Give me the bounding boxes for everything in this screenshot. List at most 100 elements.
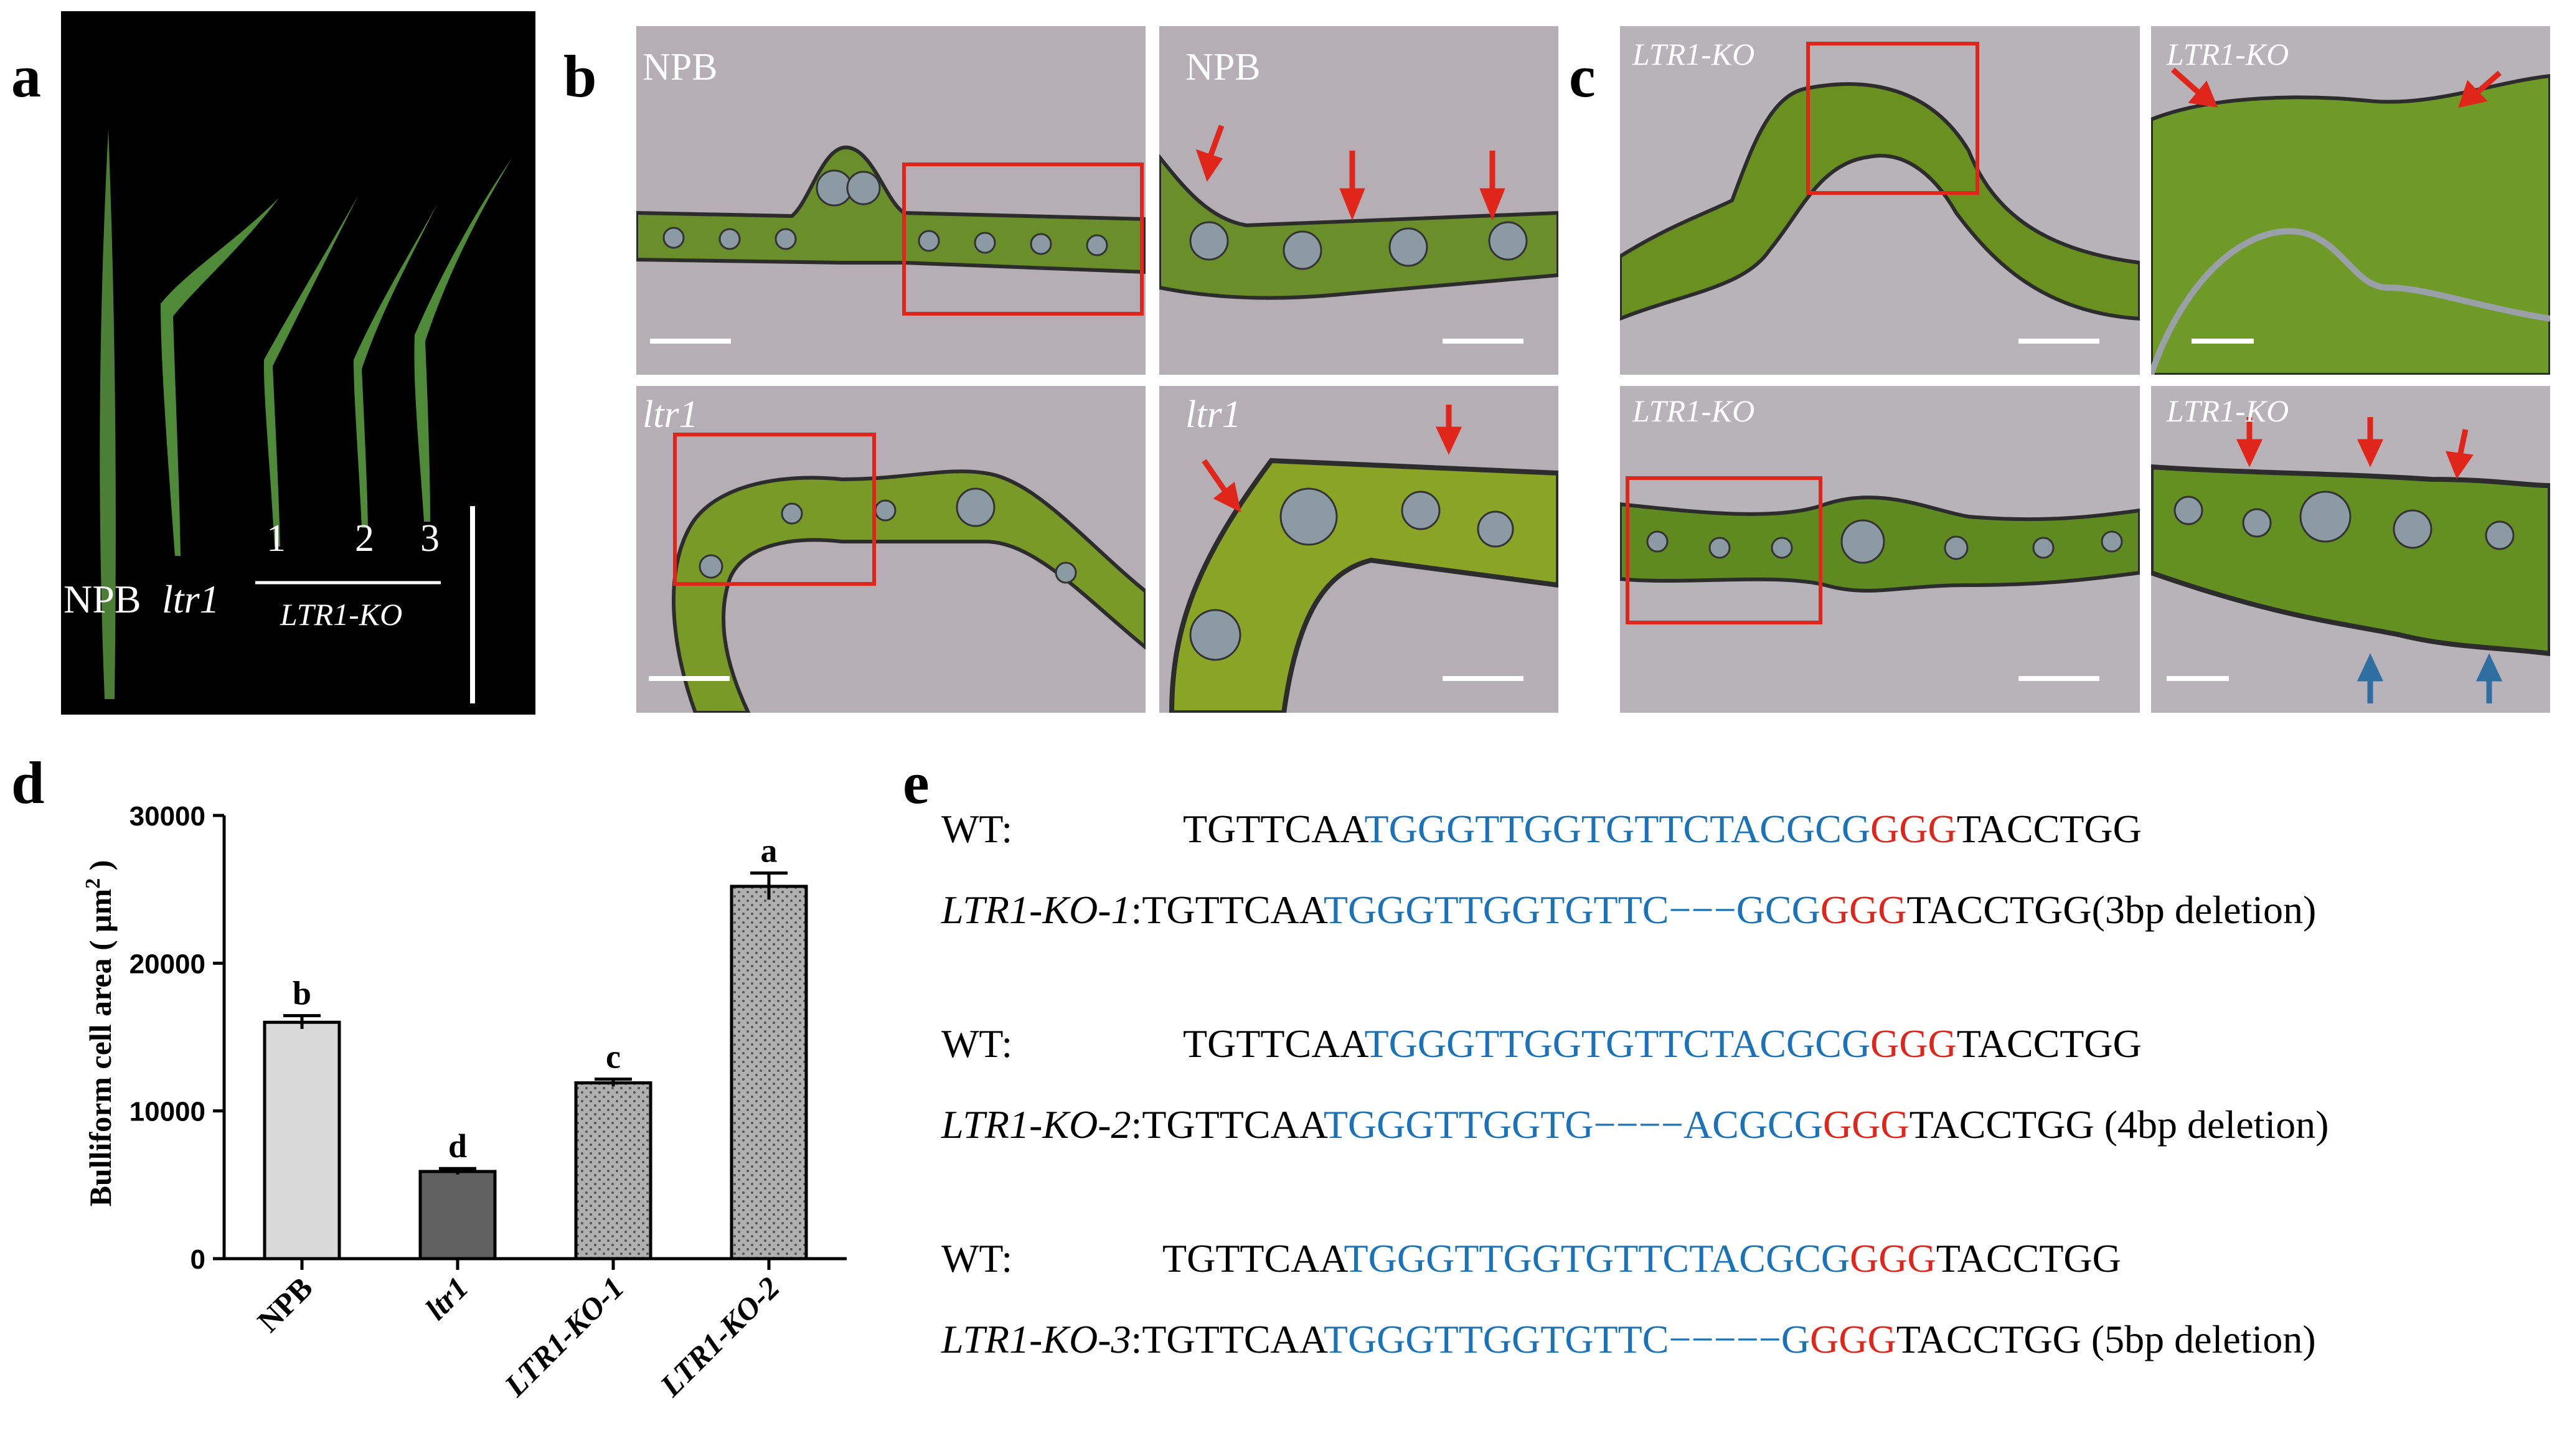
- npb-leaf: [100, 129, 116, 699]
- bar-3: [574, 1081, 652, 1261]
- sequence-red: GGG: [1810, 1317, 1896, 1361]
- x-tick-label-1: NPB: [250, 1270, 319, 1338]
- sequence-label: WT:: [941, 1022, 1013, 1066]
- sig-letter-2: d: [448, 1127, 467, 1165]
- c-arrow-2: [2473, 70, 2502, 97]
- sequence-post: TACCTGG: [1936, 1236, 2121, 1280]
- sequence-label: WT:: [941, 1236, 1013, 1280]
- label-c-2: LTR1-KO: [2167, 37, 2289, 72]
- sequence-pre: TGTTCAA: [1162, 1236, 1344, 1280]
- label-b-3: ltr1: [643, 393, 699, 436]
- ltr1-leaf: [161, 198, 279, 556]
- label-c-1: LTR1-KO: [1632, 37, 1755, 72]
- sequence-pre: TGTTCAA: [1183, 807, 1365, 851]
- x-tick-label-3: LTR1-KO-1: [497, 1270, 630, 1403]
- ko-leaf-1: [263, 195, 359, 547]
- sequence-row-6: LTR1-KO-3:TGTTCAATGGGTTGGTGTTC−−−−−GGGGT…: [941, 1320, 2316, 1360]
- sig-letter-4: a: [761, 832, 778, 870]
- sequence-row-5: WT: TGTTCAATGGGTTGGTGTTCTACGCGGGGTACCTGG: [941, 1239, 2121, 1279]
- panel-c-ko-overview-2: LTR1-KO: [1620, 386, 2140, 713]
- sequence-pre: :TGTTCAA: [1131, 1102, 1324, 1147]
- panel-a-scale-bar: [470, 506, 475, 703]
- c-scale-bar-1: [2018, 339, 2099, 344]
- plant-number-2: 2: [355, 517, 374, 560]
- y-axis-label: Bulliform cell area ( μm2 ): [82, 860, 118, 1207]
- label-c-4: LTR1-KO: [2167, 393, 2289, 428]
- c-arrow-1: [2171, 67, 2203, 97]
- b-arrow-5: [1202, 459, 1230, 497]
- y-tick-label: 20000: [129, 949, 205, 979]
- sequence-post: TACCTGG: [1956, 807, 2142, 851]
- label-ltr1: ltr1: [162, 577, 220, 621]
- panel-c-ko-overview-1: LTR1-KO: [1620, 26, 2140, 375]
- panel-b-ltr1-overview: ltr1: [636, 386, 1146, 713]
- panel-b-letter: b: [563, 43, 597, 110]
- panel-d-letter: d: [11, 749, 45, 816]
- sequence-red: GGG: [1820, 888, 1907, 932]
- panel-b-npb-overview: NPB: [636, 26, 1146, 375]
- sequence-blue: TGGGTTGGTG−−−−ACGCG: [1323, 1102, 1823, 1147]
- y-tick-label: 30000: [129, 801, 205, 832]
- b-scale-bar-1: [650, 339, 731, 344]
- panel-b-ltr1-zoom: ltr1: [1159, 386, 1558, 713]
- sequence-post: TACCTGG (5bp deletion): [1896, 1317, 2316, 1361]
- bar-4: [730, 885, 808, 1261]
- panel-b-npb-zoom: NPB: [1159, 26, 1558, 375]
- plant-number-1: 1: [266, 517, 286, 560]
- b-scale-bar-4: [1443, 676, 1523, 681]
- plant-number-3: 3: [420, 517, 440, 560]
- sig-letter-3: c: [606, 1038, 621, 1076]
- c-scale-bar-3: [2018, 676, 2099, 681]
- sequence-red: GGG: [1850, 1236, 1936, 1280]
- sequence-pre: TGTTCAA: [1183, 1022, 1365, 1066]
- bar-1: [263, 1020, 341, 1261]
- y-tick-label: 0: [191, 1244, 205, 1275]
- bar-2: [418, 1170, 497, 1261]
- label-ltr1-ko: LTR1-KO: [280, 597, 403, 632]
- sequence-blue: TGGGTTGGTGTTCTACGCG: [1364, 1022, 1871, 1066]
- sequence-pre: :TGTTCAA: [1131, 1317, 1324, 1361]
- c-scale-bar-4: [2167, 676, 2229, 681]
- panel-a-letter: a: [11, 43, 41, 110]
- c-zoom-box-2: [1626, 476, 1822, 624]
- b-scale-bar-3: [649, 676, 730, 681]
- sequence-label: LTR1-KO-3: [941, 1317, 1131, 1361]
- label-npb: NPB: [64, 577, 141, 621]
- sequence-blue: TGGGTTGGTGTTCTACGCG: [1364, 807, 1871, 851]
- panel-c-ko-zoom-1: LTR1-KO: [2151, 26, 2550, 375]
- label-b-1: NPB: [643, 46, 718, 88]
- sequence-row-2: LTR1-KO-1:TGTTCAATGGGTTGGTGTTC−−−GCGGGGT…: [941, 890, 2316, 930]
- ko-leaf-3: [414, 157, 512, 522]
- x-tick-label-4: LTR1-KO-2: [652, 1270, 786, 1403]
- x-tick-label-2: ltr1: [418, 1270, 475, 1327]
- panel-c-letter: c: [1569, 43, 1596, 110]
- sequence-label: WT:: [941, 807, 1013, 851]
- b-zoom-box: [902, 162, 1144, 316]
- b-scale-bar-2: [1443, 339, 1523, 344]
- ko-leaf-2: [354, 204, 437, 528]
- sequence-post: TACCTGG (4bp deletion): [1909, 1102, 2329, 1147]
- panel-e-letter: e: [903, 749, 930, 816]
- label-b-4: ltr1: [1185, 393, 1241, 436]
- sequence-post: TACCTGG: [1956, 1022, 2142, 1066]
- label-b-2: NPB: [1185, 46, 1261, 88]
- sequence-row-4: LTR1-KO-2:TGTTCAATGGGTTGGTG−−−−ACGCGGGGT…: [941, 1105, 2329, 1145]
- sequence-red: GGG: [1822, 1102, 1910, 1147]
- panel-c-ko-zoom-2: LTR1-KO: [2151, 386, 2550, 713]
- y-tick-label: 10000: [129, 1097, 205, 1127]
- sequence-blue: TGGGTTGGTGTTCTACGCG: [1344, 1236, 1850, 1280]
- sig-letter-1: b: [293, 975, 311, 1012]
- sequence-label: LTR1-KO-1: [941, 888, 1131, 932]
- panel-a-leaf-photo: 1 2 3 NPB ltr1 LTR1-KO: [61, 11, 535, 715]
- sequence-red: GGG: [1870, 807, 1957, 851]
- sequence-post: TACCTGG(3bp deletion): [1906, 888, 2317, 932]
- label-c-3: LTR1-KO: [1632, 393, 1755, 428]
- b-zoom-box-2: [673, 433, 876, 586]
- sequence-red: GGG: [1870, 1022, 1957, 1066]
- sequence-row-3: WT: TGTTCAATGGGTTGGTGTTCTACGCGGGGTACCTGG: [941, 1024, 2142, 1064]
- sequence-blue: TGGGTTGGTGTTC−−−GCG: [1323, 888, 1820, 932]
- sequence-pre: :TGTTCAA: [1131, 888, 1324, 932]
- c-zoom-box-1: [1806, 42, 1979, 195]
- c-scale-bar-2: [2192, 339, 2254, 344]
